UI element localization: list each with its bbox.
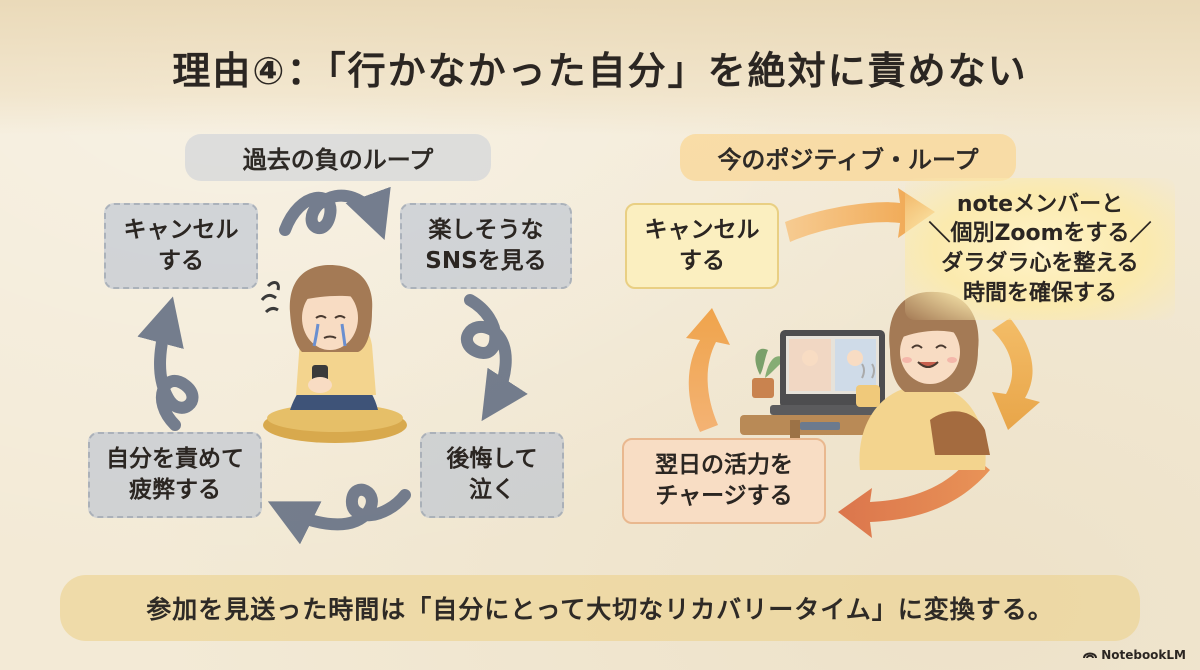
positive-step-recharge: 翌日の活力を チャージする [622,438,826,524]
positive-step-zoom-time: noteメンバーと ＼個別Zoomをする／ ダラダラ心を整える 時間を確保する [905,178,1175,320]
happy-woman-illustration [740,291,990,480]
positive-arrow-bottom [838,455,990,538]
positive-loop-heading: 今のポジティブ・ループ [680,134,1016,181]
negative-arrow-bottom [267,483,411,545]
negative-arrow-right [461,294,528,422]
negative-loop-heading: 過去の負のループ [185,134,491,181]
negative-step-blame-self: 自分を責めて 疲弊する [88,432,262,518]
notebooklm-icon [1083,648,1098,662]
footer-message: 参加を見送った時間は「自分にとって大切なリカバリータイム」に変換する。 [146,595,1054,624]
brand-logo: NotebookLM [1083,648,1186,662]
positive-arrow-left [686,308,730,432]
positive-arrow-top [785,188,935,242]
negative-step-regret-cry: 後悔して 泣く [420,432,564,518]
positive-step-cancel: キャンセル する [625,203,779,289]
title-band [0,0,1200,135]
footer-band [60,575,1140,641]
negative-step-see-sns: 楽しそうな SNSを見る [400,203,572,289]
brand-name: NotebookLM [1101,648,1186,662]
positive-arrow-right [992,318,1040,430]
negative-arrow-top [279,186,391,241]
negative-arrow-left [137,296,199,431]
negative-step-cancel: キャンセル する [104,203,258,289]
sad-woman-illustration [260,265,407,443]
page-title: 理由④：「行かなかった自分」を絶対に責めない [172,49,1028,93]
